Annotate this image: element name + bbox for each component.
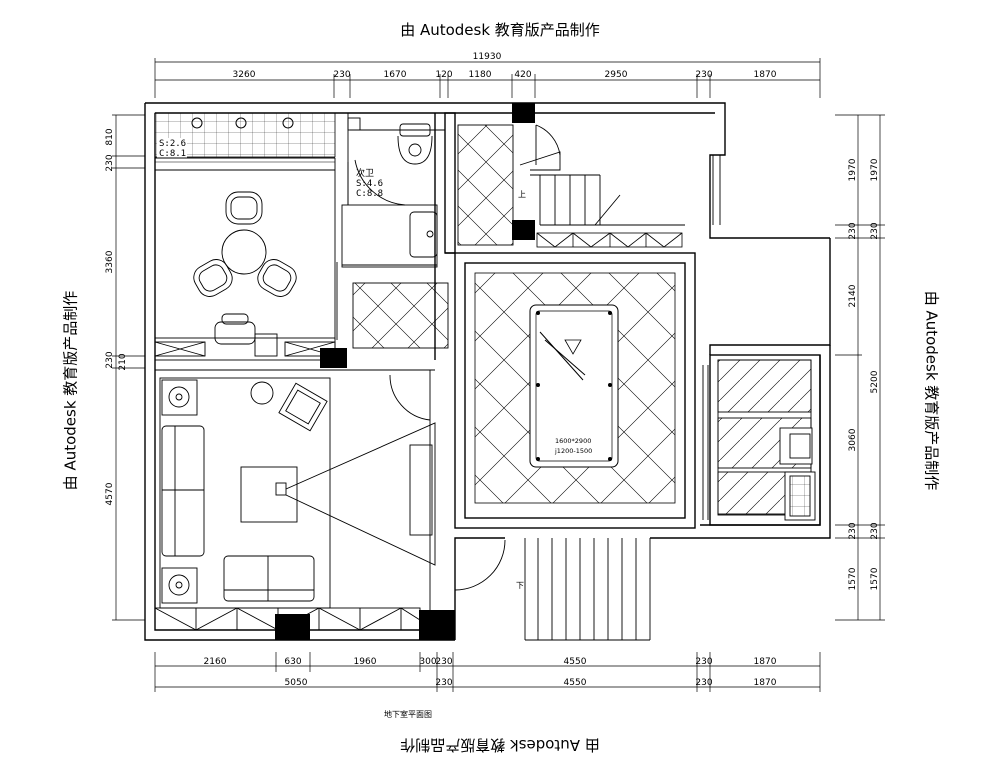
svg-text:3260: 3260 (233, 70, 256, 80)
bath-top-area: S:2.6 (159, 139, 186, 149)
svg-text:230: 230 (848, 522, 858, 539)
svg-text:230: 230 (333, 70, 350, 80)
svg-text:230: 230 (870, 222, 880, 239)
svg-text:5200: 5200 (870, 370, 880, 393)
svg-text:1960: 1960 (354, 657, 377, 667)
secondary-bath-area: S:4.6 (356, 179, 383, 189)
watermark-top: 由 Autodesk 教育版产品制作 (400, 21, 600, 39)
svg-text:230: 230 (695, 70, 712, 80)
billiard-room (474, 272, 676, 504)
dimension-top (154, 58, 821, 98)
dim-top-row: 3260 230 1670 120 1180 420 2950 230 1870 (233, 70, 777, 80)
dim-right-outer: 1970 230 5200 230 1570 (870, 158, 880, 590)
svg-text:1870: 1870 (754, 657, 777, 667)
theater-room (154, 369, 436, 631)
billiard-size: 1600*2900 (555, 437, 591, 445)
svg-text:230: 230 (695, 678, 712, 688)
stair-down-label: 下 (516, 581, 524, 590)
svg-text:300: 300 (419, 657, 436, 667)
svg-text:230: 230 (435, 678, 452, 688)
svg-text:210: 210 (118, 353, 128, 370)
corridor-tiles (352, 282, 449, 349)
dimension-left (112, 114, 145, 621)
svg-text:1970: 1970 (848, 158, 858, 181)
dim-bottom-row2: 5050 230 4550 230 1870 (285, 678, 777, 688)
svg-text:230: 230 (105, 351, 115, 368)
secondary-bath-name: 次卫 (356, 167, 374, 179)
dim-right-inner: 1970 230 2140 3060 230 1570 (848, 158, 858, 590)
billiard-range: j1200-1500 (554, 447, 592, 455)
plan-title: 地下室平面图 (384, 710, 432, 719)
secondary-bath (341, 113, 445, 268)
svg-text:230: 230 (105, 154, 115, 171)
cabinet-strip (536, 232, 683, 248)
stair-up-label: 上 (518, 190, 526, 199)
svg-text:1670: 1670 (384, 70, 407, 80)
svg-text:3060: 3060 (848, 428, 858, 451)
svg-text:420: 420 (514, 70, 531, 80)
svg-text:2950: 2950 (605, 70, 628, 80)
lounge-room (154, 158, 338, 361)
svg-text:230: 230 (435, 657, 452, 667)
dim-top-total: 11930 (473, 52, 502, 62)
svg-text:1570: 1570 (848, 567, 858, 590)
svg-text:230: 230 (870, 522, 880, 539)
svg-text:1870: 1870 (754, 70, 777, 80)
svg-text:230: 230 (848, 222, 858, 239)
svg-text:2140: 2140 (848, 284, 858, 307)
svg-text:4550: 4550 (564, 678, 587, 688)
svg-text:230: 230 (695, 657, 712, 667)
bathroom-top-left (154, 112, 336, 163)
svg-text:1180: 1180 (469, 70, 492, 80)
svg-text:810: 810 (105, 128, 115, 145)
svg-text:1570: 1570 (870, 567, 880, 590)
bath-top-ceiling: C:8.1 (159, 149, 186, 159)
svg-text:1870: 1870 (754, 678, 777, 688)
secondary-bath-ceiling: C:8.8 (356, 189, 383, 199)
dim-bottom-row1: 2160 630 1960 300 230 4550 230 1870 (204, 657, 777, 667)
svg-text:3360: 3360 (105, 250, 115, 273)
stair-room (457, 124, 721, 246)
dimension-bottom (154, 652, 821, 692)
svg-text:630: 630 (284, 657, 301, 667)
exterior-stairs (454, 538, 651, 641)
columns (275, 103, 535, 640)
svg-text:4550: 4550 (564, 657, 587, 667)
svg-text:4570: 4570 (105, 482, 115, 505)
right-storage (702, 359, 816, 521)
svg-text:1970: 1970 (870, 158, 880, 181)
svg-text:120: 120 (435, 70, 452, 80)
dim-left-col: 810 230 3360 230 210 4570 (105, 128, 128, 505)
svg-text:2160: 2160 (204, 657, 227, 667)
dimension-right (835, 114, 885, 621)
svg-text:5050: 5050 (285, 678, 308, 688)
